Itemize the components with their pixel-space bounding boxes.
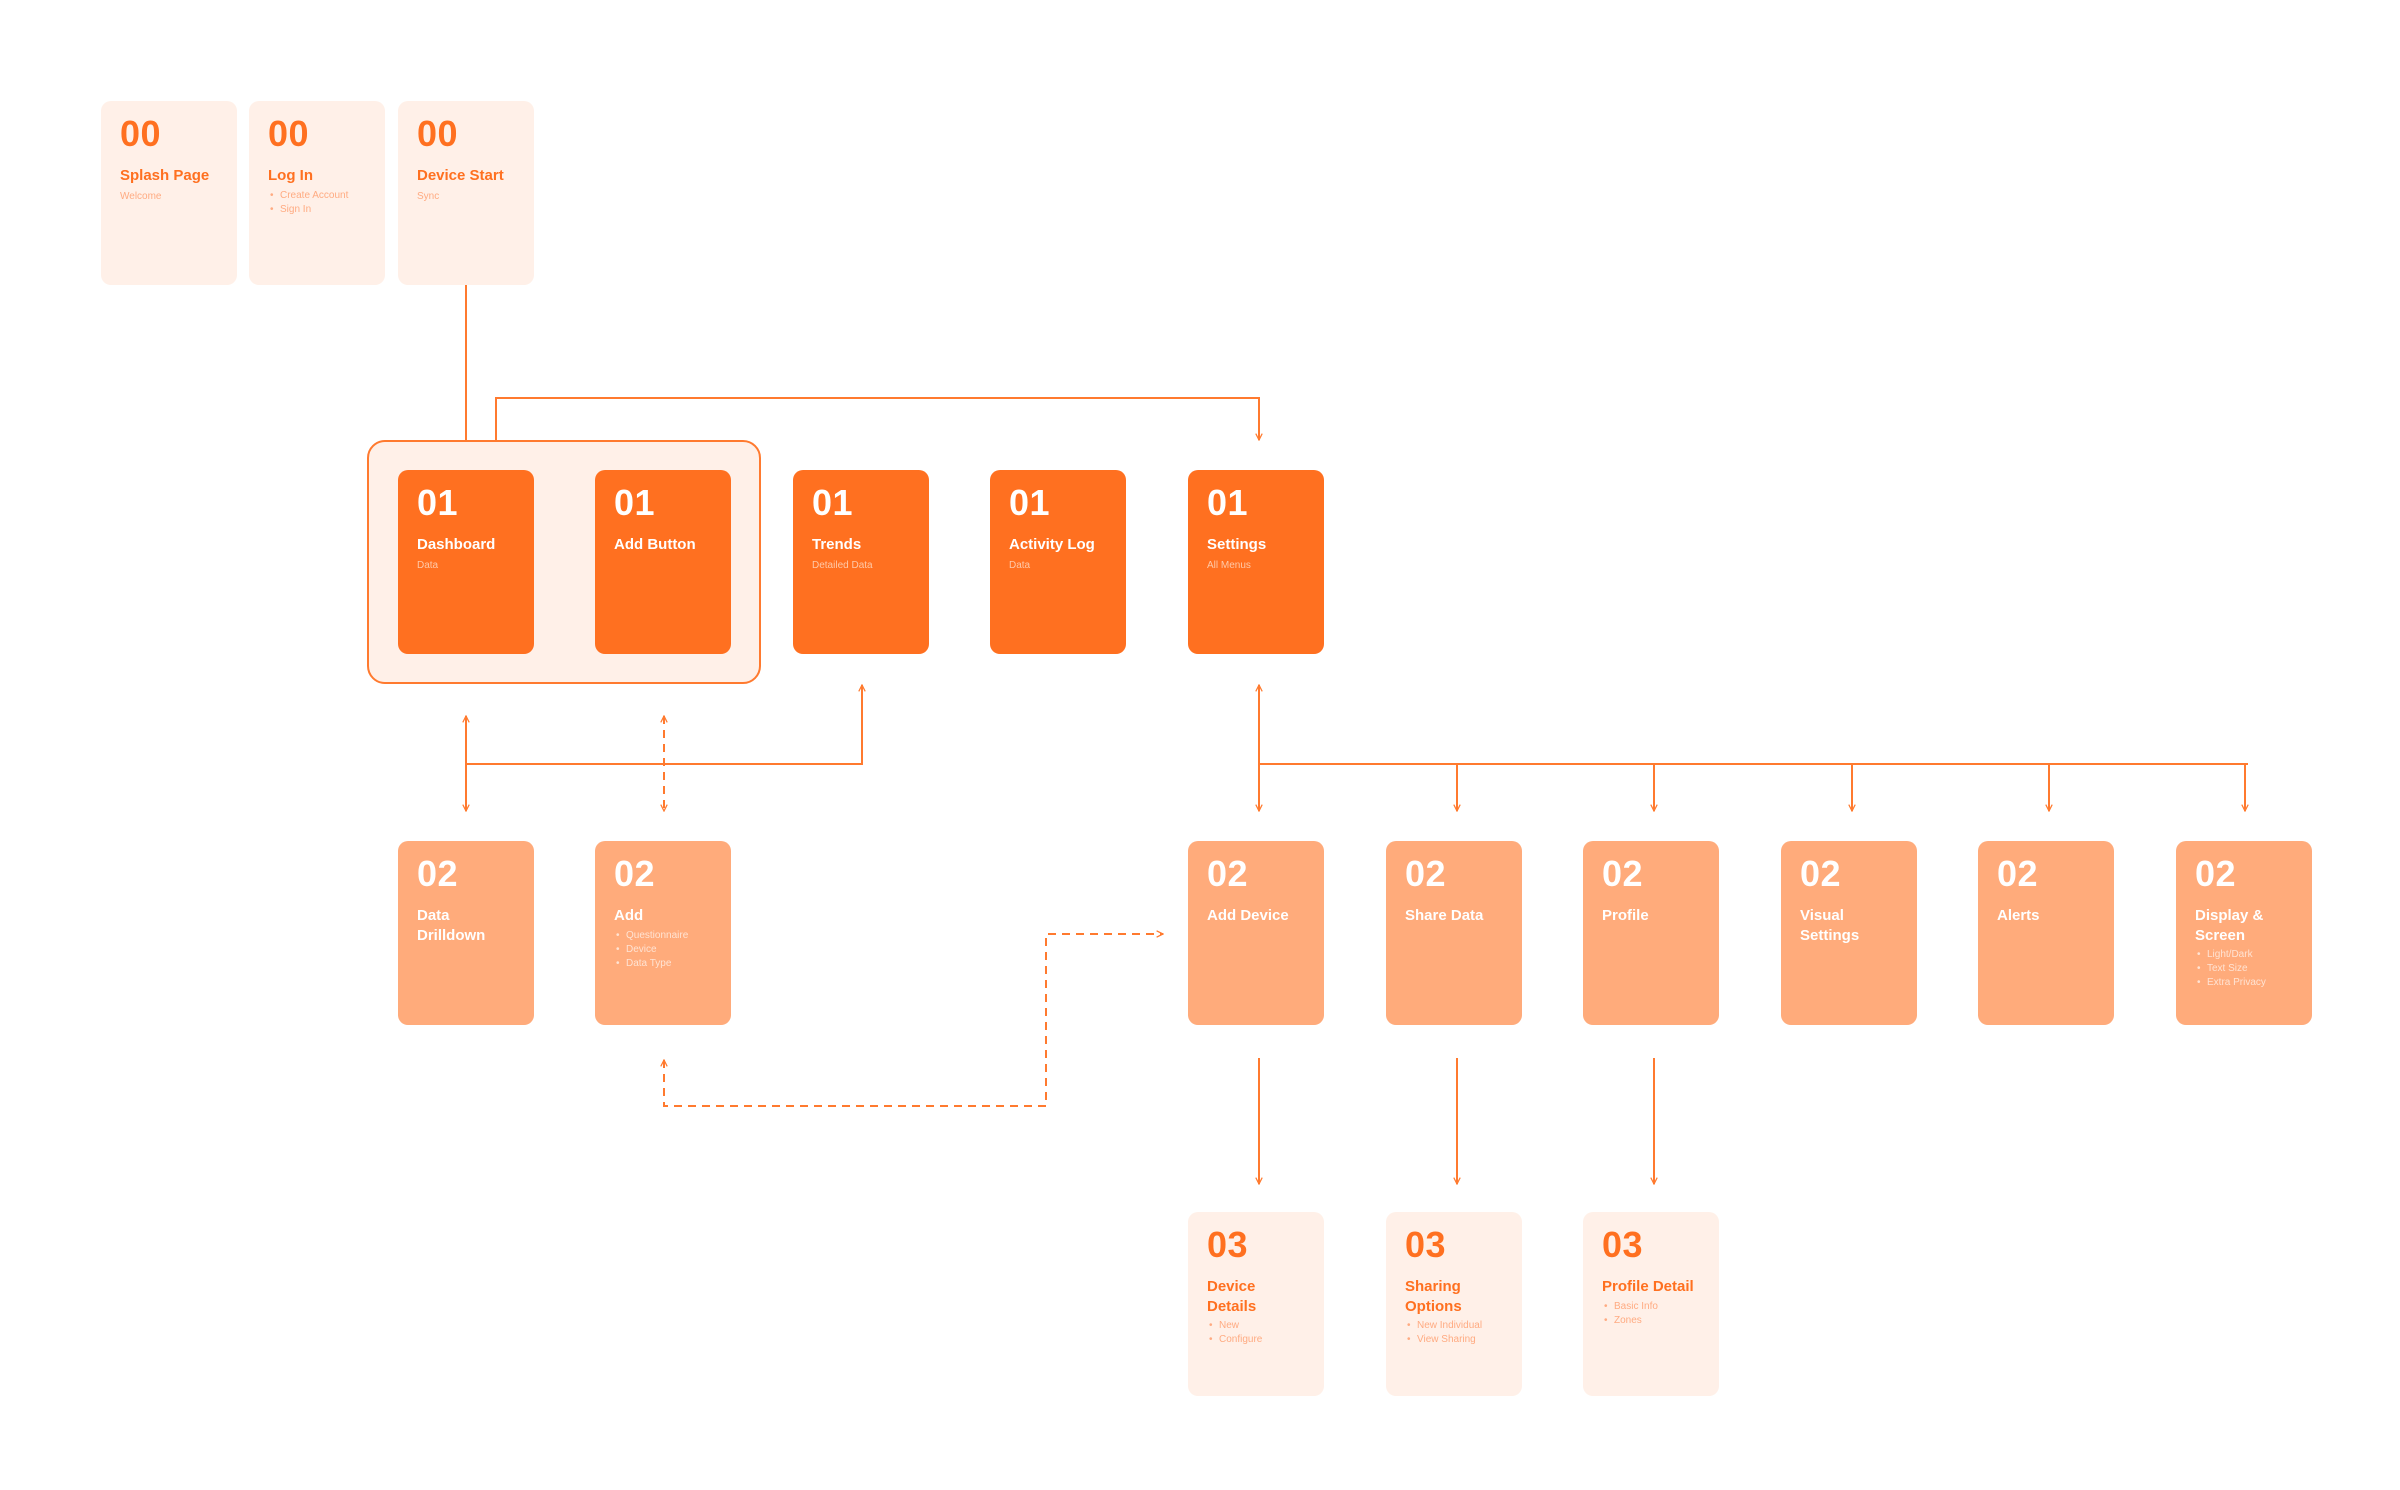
- card-item: Zones: [1602, 1314, 1700, 1328]
- card-subtitle: Welcome: [120, 190, 162, 202]
- card-subtitle: All Menus: [1207, 559, 1251, 571]
- card-add[interactable]: 02 Add Questionnaire Device Data Type: [595, 841, 731, 1025]
- card-title: Profile Detail: [1602, 1278, 1694, 1295]
- card-number: 00: [268, 113, 310, 154]
- card-add-button[interactable]: 01 Add Button: [595, 470, 731, 654]
- card-subtitle: Data: [1009, 559, 1031, 571]
- card-items: New Configure: [1207, 1319, 1305, 1347]
- card-title: Data Drilldown: [417, 907, 486, 944]
- card-subtitle: Data: [417, 559, 439, 571]
- card-title: Add Device: [1207, 907, 1289, 924]
- line-add-to-add-device: [664, 934, 1163, 1107]
- card-profile[interactable]: 02 Profile: [1583, 841, 1719, 1025]
- card-number: 01: [417, 482, 459, 523]
- card-number: 02: [1602, 853, 1644, 894]
- card-splash-page[interactable]: 00 Splash Page Welcome: [101, 101, 237, 285]
- card-number: 02: [1207, 853, 1249, 894]
- card-title: Settings: [1207, 536, 1267, 553]
- card-item: New: [1207, 1319, 1305, 1333]
- card-item: Data Type: [614, 957, 712, 971]
- card-title: Add: [614, 907, 644, 924]
- card-number: 03: [1207, 1224, 1249, 1265]
- card-title: Device Start: [417, 167, 504, 184]
- card-items: New Individual View Sharing: [1405, 1319, 1503, 1347]
- card-sharing-options[interactable]: 03 Sharing Options New Individual View S…: [1386, 1212, 1522, 1396]
- card-number: 01: [614, 482, 656, 523]
- card-items: Basic Info Zones: [1602, 1300, 1700, 1328]
- card-title: Visual Settings: [1800, 907, 1860, 944]
- card-title: Alerts: [1997, 907, 2040, 924]
- card-activity-log[interactable]: 01 Activity Log Data: [990, 470, 1126, 654]
- card-item: View Sharing: [1405, 1333, 1503, 1347]
- card-title: Sharing Options: [1405, 1278, 1462, 1315]
- card-number: 01: [1009, 482, 1051, 523]
- card-number: 03: [1602, 1224, 1644, 1265]
- card-item: Basic Info: [1602, 1300, 1700, 1314]
- card-items: Light/Dark Text Size Extra Privacy: [2195, 948, 2293, 990]
- card-item: Sign In: [268, 203, 366, 217]
- card-item: Configure: [1207, 1333, 1305, 1347]
- card-visual-settings[interactable]: 02 Visual Settings: [1781, 841, 1917, 1025]
- card-title: Profile: [1602, 907, 1649, 924]
- card-title: Splash Page: [120, 167, 210, 184]
- card-dashboard[interactable]: 01 Dashboard Data: [398, 470, 534, 654]
- line-group-to-settings: [495, 397, 1259, 440]
- card-number: 02: [2195, 853, 2237, 894]
- card-add-device[interactable]: 02 Add Device: [1188, 841, 1324, 1025]
- card-title: Share Data: [1405, 907, 1484, 924]
- card-number: 02: [417, 853, 459, 894]
- card-subtitle: Detailed Data: [812, 559, 873, 571]
- card-number: 02: [614, 853, 656, 894]
- card-number: 01: [1207, 482, 1249, 523]
- card-trends[interactable]: 01 Trends Detailed Data: [793, 470, 929, 654]
- card-device-start[interactable]: 00 Device Start Sync: [398, 101, 534, 285]
- card-number: 02: [1997, 853, 2039, 894]
- card-title: Add Button: [614, 536, 696, 553]
- card-title: Display & Screen: [2195, 907, 2264, 944]
- card-display-screen[interactable]: 02 Display & Screen Light/Dark Text Size…: [2176, 841, 2312, 1025]
- card-device-details[interactable]: 03 Device Details New Configure: [1188, 1212, 1324, 1396]
- card-number: 03: [1405, 1224, 1447, 1265]
- card-log-in[interactable]: 00 Log In Create Account Sign In: [249, 101, 385, 285]
- card-title: Device Details: [1207, 1278, 1257, 1315]
- card-profile-detail[interactable]: 03 Profile Detail Basic Info Zones: [1583, 1212, 1719, 1396]
- card-items: Questionnaire Device Data Type: [614, 929, 712, 971]
- card-item: Create Account: [268, 189, 366, 203]
- card-title: Dashboard: [417, 536, 496, 553]
- card-title: Log In: [268, 167, 313, 184]
- card-number: 00: [120, 113, 162, 154]
- card-data-drilldown[interactable]: 02 Data Drilldown: [398, 841, 534, 1025]
- card-subtitle: Sync: [417, 190, 440, 202]
- card-item: Questionnaire: [614, 929, 712, 943]
- card-title: Trends: [812, 536, 862, 553]
- card-number: 02: [1405, 853, 1447, 894]
- line-trends-to-drilldown: [466, 685, 862, 765]
- card-item: Light/Dark: [2195, 948, 2293, 962]
- card-item: Extra Privacy: [2195, 976, 2293, 990]
- card-item: Text Size: [2195, 962, 2293, 976]
- card-title: Activity Log: [1009, 536, 1095, 553]
- card-alerts[interactable]: 02 Alerts: [1978, 841, 2114, 1025]
- card-number: 00: [417, 113, 459, 154]
- card-items: Create Account Sign In: [268, 189, 366, 217]
- card-number: 01: [812, 482, 854, 523]
- card-number: 02: [1800, 853, 1842, 894]
- card-item: Device: [614, 943, 712, 957]
- card-item: New Individual: [1405, 1319, 1503, 1333]
- card-share-data[interactable]: 02 Share Data: [1386, 841, 1522, 1025]
- card-settings[interactable]: 01 Settings All Menus: [1188, 470, 1324, 654]
